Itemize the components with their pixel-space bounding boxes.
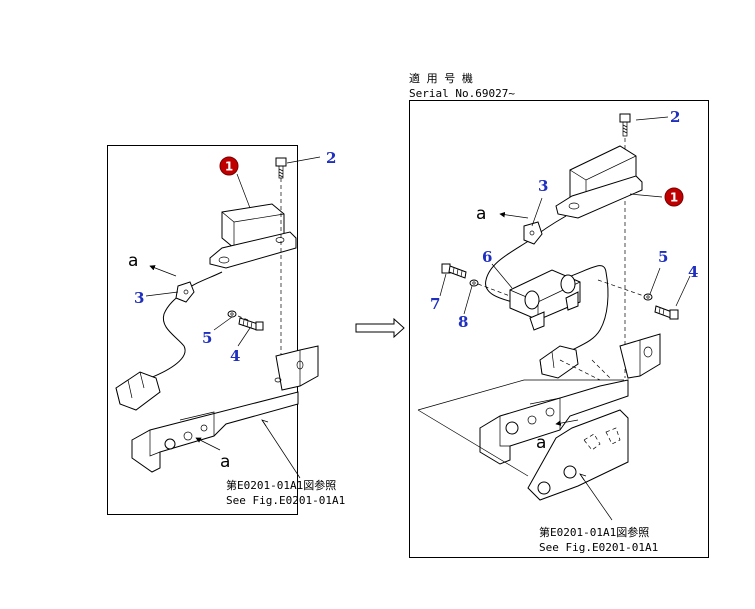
left-view-arrow-top bbox=[149, 265, 177, 277]
transition-arrow bbox=[355, 317, 405, 339]
right-callout-3: 3 bbox=[538, 177, 548, 195]
left-view-arrow-bottom bbox=[195, 437, 221, 451]
left-bolt-4 bbox=[238, 317, 264, 331]
left-callout-1: 1 bbox=[225, 160, 233, 174]
left-view-mark-top: a bbox=[128, 251, 138, 271]
right-bracket bbox=[479, 333, 661, 465]
right-controller-box bbox=[555, 145, 643, 219]
right-reference-jp: 第E0201-01A1図参照 bbox=[539, 525, 649, 539]
right-view-mark-bottom: a bbox=[536, 433, 546, 453]
left-connector bbox=[115, 371, 161, 411]
left-harness bbox=[149, 271, 223, 379]
left-controller-box bbox=[209, 203, 297, 269]
left-bolt-2 bbox=[275, 157, 287, 179]
left-panel-frame bbox=[107, 145, 298, 515]
right-view-arrow-bottom bbox=[555, 419, 579, 426]
right-callout-4: 4 bbox=[688, 263, 698, 281]
left-callout-1-circle bbox=[219, 156, 239, 176]
left-callout-5: 5 bbox=[202, 329, 212, 347]
right-callout-6: 6 bbox=[482, 248, 492, 266]
right-bolt-7 bbox=[441, 263, 467, 279]
right-callout-1-circle bbox=[664, 187, 684, 207]
left-ref-leader bbox=[261, 419, 301, 479]
left-washer-5 bbox=[227, 310, 237, 318]
left-view-mark-bottom: a bbox=[220, 452, 230, 472]
right-reference-en: See Fig.E0201-01A1 bbox=[539, 541, 658, 554]
left-callout-2: 2 bbox=[326, 149, 336, 167]
left-callout-4: 4 bbox=[230, 347, 240, 365]
right-panel-frame bbox=[409, 100, 709, 558]
right-component-6 bbox=[509, 269, 581, 331]
right-callout-2: 2 bbox=[670, 108, 680, 126]
right-view-mark-top: a bbox=[476, 204, 486, 224]
right-ref-leader bbox=[579, 473, 613, 521]
right-harness bbox=[485, 215, 609, 351]
left-callout-3: 3 bbox=[134, 289, 144, 307]
right-callout-8: 8 bbox=[458, 313, 468, 331]
left-reference-jp: 第E0201-01A1図参照 bbox=[226, 478, 336, 492]
right-callout-1: 1 bbox=[670, 191, 678, 205]
right-bolt-4 bbox=[654, 305, 679, 320]
right-washer-8 bbox=[469, 279, 479, 287]
left-bracket bbox=[131, 345, 319, 473]
right-applicability-jp: 適 用 号 機 bbox=[409, 71, 473, 85]
right-lower-plate bbox=[527, 409, 629, 501]
right-washer-5 bbox=[643, 293, 653, 301]
left-reference-en: See Fig.E0201-01A1 bbox=[226, 494, 345, 507]
right-callout-7: 7 bbox=[430, 295, 440, 313]
right-view-arrow-top bbox=[499, 211, 529, 219]
right-bolt-2 bbox=[619, 113, 631, 137]
right-serial-number: Serial No.69027~ bbox=[409, 87, 515, 100]
right-callout-5: 5 bbox=[658, 248, 668, 266]
right-connector bbox=[539, 345, 579, 379]
